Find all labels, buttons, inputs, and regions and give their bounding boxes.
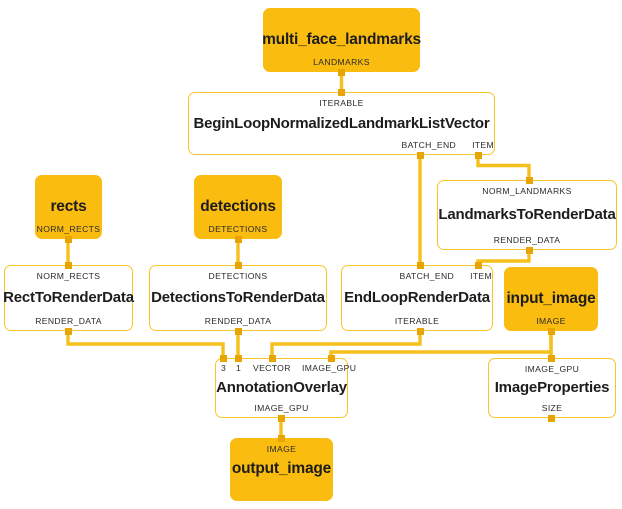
- node-title: rects: [50, 197, 87, 215]
- port-multi-face-landmarks-landmarks[interactable]: [338, 69, 345, 76]
- port-detections-to-render-data-detections[interactable]: [235, 262, 242, 269]
- port-label-norm-landmarks: NORM_LANDMARKS: [482, 186, 572, 196]
- node-title: DetectionsToRenderData: [151, 289, 325, 307]
- output-ports: RENDER_DATA: [150, 316, 326, 326]
- input-ports: IMAGE: [231, 444, 332, 454]
- port-input-image-image[interactable]: [548, 328, 555, 335]
- node-beginloop-normalized-landmark-list-vector[interactable]: BeginLoopNormalizedLandmarkListVector IT…: [188, 92, 495, 155]
- port-label-image: IMAGE: [536, 316, 566, 326]
- port-annotation-overlay-image-gpu[interactable]: [328, 355, 335, 362]
- input-ports: ITERABLE: [189, 98, 494, 108]
- port-label-landmarks: LANDMARKS: [313, 57, 370, 67]
- port-label-batch-end: BATCH_END: [399, 271, 455, 281]
- input-ports: NORM_RECTS: [5, 271, 132, 281]
- port-label-size: SIZE: [541, 403, 563, 413]
- node-end-loop-render-data[interactable]: EndLoopRenderData BATCH_END ITEM ITERABL…: [341, 265, 493, 331]
- output-ports: LANDMARKS: [264, 57, 419, 67]
- output-ports: BATCH_END ITEM: [189, 140, 502, 150]
- node-output-image[interactable]: output_image IMAGE: [230, 438, 333, 501]
- port-detections-to-render-data-render-data[interactable]: [235, 328, 242, 335]
- node-annotation-overlay[interactable]: AnnotationOverlay 3 1 VECTOR IMAGE_GPU I…: [215, 358, 356, 418]
- output-ports: RENDER_DATA: [438, 235, 616, 245]
- port-rects-norm-rects[interactable]: [65, 236, 72, 243]
- port-label-item: ITEM: [470, 271, 492, 281]
- port-beginloop-batch-end[interactable]: [417, 152, 424, 159]
- port-label-item: ITEM: [472, 140, 494, 150]
- node-rects[interactable]: rects NORM_RECTS: [35, 175, 102, 239]
- port-image-properties-size[interactable]: [548, 415, 555, 422]
- port-landmarks-to-render-data-norm-landmarks[interactable]: [526, 177, 533, 184]
- node-image-properties[interactable]: ImageProperties IMAGE_GPU SIZE: [488, 358, 616, 418]
- port-label-render-data: RENDER_DATA: [493, 235, 561, 245]
- node-detections[interactable]: detections DETECTIONS: [194, 175, 282, 239]
- edge-item-to-norm-landmarks: [476, 155, 531, 177]
- output-ports: IMAGE: [505, 316, 597, 326]
- port-annotation-overlay-3[interactable]: [220, 355, 227, 362]
- edge-inputimage-to-overlay-imagegpu: [329, 331, 553, 358]
- input-ports: IMAGE_GPU: [489, 364, 615, 374]
- output-ports: ITERABLE: [342, 316, 492, 326]
- port-beginloop-item[interactable]: [475, 152, 482, 159]
- output-ports: DETECTIONS: [195, 224, 281, 234]
- port-annotation-overlay-vector[interactable]: [269, 355, 276, 362]
- node-title: EndLoopRenderData: [344, 289, 490, 307]
- node-title: ImageProperties: [494, 379, 610, 397]
- edge-rect-renderdata-to-overlay-3: [66, 331, 225, 358]
- input-ports: DETECTIONS: [150, 271, 326, 281]
- output-ports: RENDER_DATA: [5, 316, 132, 326]
- port-label-iterable: ITERABLE: [394, 316, 440, 326]
- port-label-image: IMAGE: [266, 444, 297, 454]
- output-ports: SIZE: [489, 403, 615, 413]
- port-image-properties-image-gpu[interactable]: [548, 355, 555, 362]
- port-label-render-data: RENDER_DATA: [204, 316, 272, 326]
- port-annotation-overlay-image-gpu-out[interactable]: [278, 415, 285, 422]
- port-end-loop-render-data-batch-end[interactable]: [417, 262, 424, 269]
- node-landmarks-to-render-data[interactable]: LandmarksToRenderData NORM_LANDMARKS REN…: [437, 180, 617, 250]
- input-ports: NORM_LANDMARKS: [438, 186, 616, 196]
- node-title: input_image: [506, 289, 596, 307]
- port-rect-to-render-data-render-data[interactable]: [65, 328, 72, 335]
- port-label-3: 3: [221, 363, 227, 373]
- port-label-detections: DETECTIONS: [208, 224, 268, 234]
- node-title: AnnotationOverlay: [216, 379, 347, 397]
- port-label-image-gpu: IMAGE_GPU: [302, 363, 357, 373]
- port-detections-detections[interactable]: [235, 236, 242, 243]
- port-label-detections: DETECTIONS: [208, 271, 268, 281]
- port-beginloop-iterable[interactable]: [338, 89, 345, 96]
- node-title: LandmarksToRenderData: [438, 206, 616, 224]
- port-label-image-gpu-out: IMAGE_GPU: [254, 403, 309, 413]
- port-label-norm-rects: NORM_RECTS: [36, 271, 101, 281]
- edge-renderdata-to-item: [476, 250, 531, 265]
- port-label-1: 1: [236, 363, 242, 373]
- port-rect-to-render-data-norm-rects[interactable]: [65, 262, 72, 269]
- input-ports: BATCH_END ITEM: [342, 271, 500, 281]
- node-multi-face-landmarks[interactable]: multi_face_landmarks LANDMARKS: [262, 8, 421, 72]
- node-input-image[interactable]: input_image IMAGE: [504, 267, 598, 331]
- node-title: detections: [200, 197, 276, 215]
- node-title: BeginLoopNormalizedLandmarkListVector: [193, 114, 490, 132]
- port-end-loop-render-data-item[interactable]: [475, 262, 482, 269]
- port-landmarks-to-render-data-render-data[interactable]: [526, 247, 533, 254]
- port-label-iterable: ITERABLE: [319, 98, 364, 108]
- port-end-loop-render-data-iterable[interactable]: [417, 328, 424, 335]
- node-rect-to-render-data[interactable]: RectToRenderData NORM_RECTS RENDER_DATA: [3, 265, 134, 331]
- edge-iterable-to-overlay-vector: [270, 331, 422, 358]
- node-detections-to-render-data[interactable]: DetectionsToRenderData DETECTIONS RENDER…: [149, 265, 327, 331]
- port-output-image-image[interactable]: [278, 435, 285, 442]
- port-label-vector: VECTOR: [253, 363, 291, 373]
- output-ports: NORM_RECTS: [36, 224, 101, 234]
- port-label-image-gpu: IMAGE_GPU: [524, 364, 580, 374]
- output-ports: IMAGE_GPU: [216, 403, 347, 413]
- node-title: RectToRenderData: [3, 289, 134, 307]
- port-label-batch-end: BATCH_END: [401, 140, 457, 150]
- port-label-render-data: RENDER_DATA: [35, 316, 102, 326]
- port-label-norm-rects: NORM_RECTS: [36, 224, 101, 234]
- node-title: multi_face_landmarks: [262, 30, 421, 48]
- node-title: output_image: [231, 460, 332, 478]
- port-annotation-overlay-1[interactable]: [235, 355, 242, 362]
